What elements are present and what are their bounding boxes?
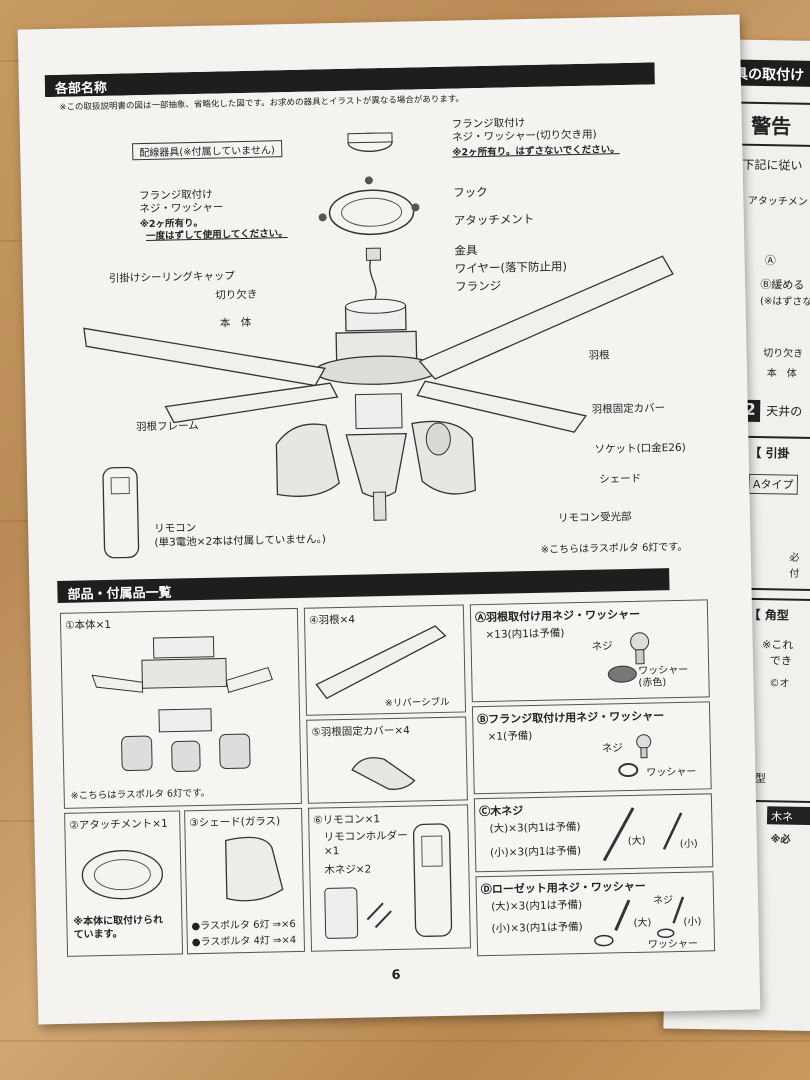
- manual-page: 各部名称 ※この取扱説明書の図は一部抽象、省略化した図です。お求めの器具とイラス…: [17, 14, 761, 1025]
- o-text: ©オ: [769, 678, 790, 690]
- attachment-text: アタッチメン: [747, 195, 808, 208]
- receiver-label: リモコン受光部: [557, 510, 632, 525]
- flange-screw-left-note2: 一度はずして使用してください。: [145, 228, 288, 243]
- must2-text: ※必: [770, 834, 791, 846]
- part-c-s: (小): [679, 838, 698, 850]
- part-blade-box: ④羽根×4 ※リバーシブル: [303, 604, 467, 716]
- part-b-illustration: [618, 734, 652, 778]
- this-text: ※これ: [761, 638, 794, 652]
- square-title: 【 角型: [748, 607, 789, 623]
- wire-label: ワイヤー(落下防止用): [454, 259, 568, 276]
- flange-label: フランジ: [454, 278, 502, 294]
- part-d-l: (大): [633, 917, 652, 929]
- page-number: 6: [391, 967, 401, 984]
- b-note: (※はずさな: [759, 296, 810, 308]
- a-type: Aタイプ: [748, 473, 798, 495]
- blade-label: 羽根: [588, 349, 610, 362]
- part-attachment-note: ※本体に取付けられ ています。: [73, 914, 164, 941]
- part-d-washer: ワッシャー: [647, 938, 699, 951]
- body-label: 本 体: [219, 316, 252, 330]
- socket-label: ソケット(口金E26): [594, 441, 686, 456]
- shade-illustration: [225, 836, 284, 902]
- body-illustration: [91, 636, 273, 772]
- body-text: 本 体: [766, 368, 797, 380]
- attach2-text: 付: [789, 568, 800, 580]
- cap-label: 引掛けシーリングキャップ: [108, 270, 235, 285]
- hook-label: フック: [453, 184, 488, 200]
- hook-title: 【 引掛: [749, 445, 790, 461]
- warning-label: 警告: [750, 113, 792, 139]
- blade-illustration: [315, 625, 447, 700]
- section2-header: 部品・付属品一覧: [57, 568, 670, 603]
- step2-text: 天井の: [766, 404, 803, 419]
- shade-label: シェード: [599, 472, 642, 486]
- a-mark: Ⓐ: [764, 254, 776, 268]
- part-b-box: Ⓑフランジ取付け用ネジ・ワッシャー ×1(予備) ネジ ワッシャー: [471, 701, 712, 795]
- flange-screw-left-label: フランジ取付け ネジ・ワッシャー: [139, 188, 224, 216]
- part-blade-note: ※リバーシブル: [384, 696, 450, 710]
- part-d-illustration: [594, 896, 685, 947]
- attachment-label: アタッチメント: [453, 211, 535, 228]
- flange-screw-top-label: フランジ取付け ネジ・ワッシャー(切り欠き用): [451, 117, 597, 144]
- must-text: 必: [789, 552, 800, 564]
- part-remote-box: ⑥リモコン×1 リモコンホルダー ×1 木ネジ×2: [308, 804, 471, 952]
- b-text: Ⓑ緩める: [760, 278, 805, 292]
- part-b-washer: ワッシャー: [646, 766, 697, 779]
- cover-illustration: [351, 757, 416, 790]
- blade-cover-label: 羽根固定カバー: [591, 402, 666, 416]
- section2-title: 部品・付属品一覧: [67, 585, 172, 603]
- fan-diagram: [83, 132, 674, 559]
- part-c-box: Ⓒ木ネジ (大)×3(内1は予備) (小)×3(内1は予備) (大) (小): [473, 793, 714, 873]
- step1-text: 下記に従い: [742, 157, 803, 173]
- part-body-box: ①本体×1 ※こちらはラスポルタ 6灯です。: [59, 607, 302, 809]
- blade-frame-label: 羽根フレーム: [135, 419, 199, 434]
- can-text: でき: [769, 654, 792, 668]
- bracket-label: 金具: [454, 243, 478, 258]
- wood-text: 木ネ: [770, 810, 794, 824]
- part-a-box: Ⓐ羽根取付け用ネジ・ワッシャー ×13(内1は予備) ネジ ワッシャー (赤色): [469, 599, 710, 703]
- notch-label: 切り欠き: [215, 288, 258, 302]
- part-attachment-box: ②アタッチメント×1 ※本体に取付けられ ています。: [64, 810, 184, 957]
- model-note: ※こちらはラスポルタ 6灯です。: [540, 541, 688, 556]
- wood-bar: 木ネ: [766, 806, 810, 826]
- part-a-washer: ワッシャー (赤色): [638, 664, 689, 689]
- wiring-box-label: 配線器具(※付属していません): [132, 140, 282, 161]
- part-shade-a: ●ラスポルタ 6灯 ⇒×6: [191, 919, 296, 933]
- remote-illustration: [324, 823, 453, 939]
- part-body-note: ※こちらはラスポルタ 6灯です。: [70, 787, 211, 802]
- part-a-illustration: [607, 632, 650, 683]
- notch-text: 切り欠き: [763, 348, 804, 360]
- part-d-s: (小): [683, 916, 702, 928]
- part-d-box: Ⓓローゼット用ネジ・ワッシャー (大)×3(内1は予備) (小)×3(内1は予備…: [475, 871, 716, 957]
- part-c-l: (大): [627, 835, 646, 848]
- attachment-illustration: [81, 850, 164, 900]
- part-shade-box: ③シェード(ガラス) ●ラスポルタ 6灯 ⇒×6 ●ラスポルタ 4灯 ⇒×4: [184, 807, 306, 955]
- part-shade-b: ●ラスポルタ 4灯 ⇒×4: [191, 935, 297, 949]
- part-cover-box: ⑤羽根固定カバー×4: [306, 716, 468, 804]
- part-c-illustration: [602, 807, 683, 862]
